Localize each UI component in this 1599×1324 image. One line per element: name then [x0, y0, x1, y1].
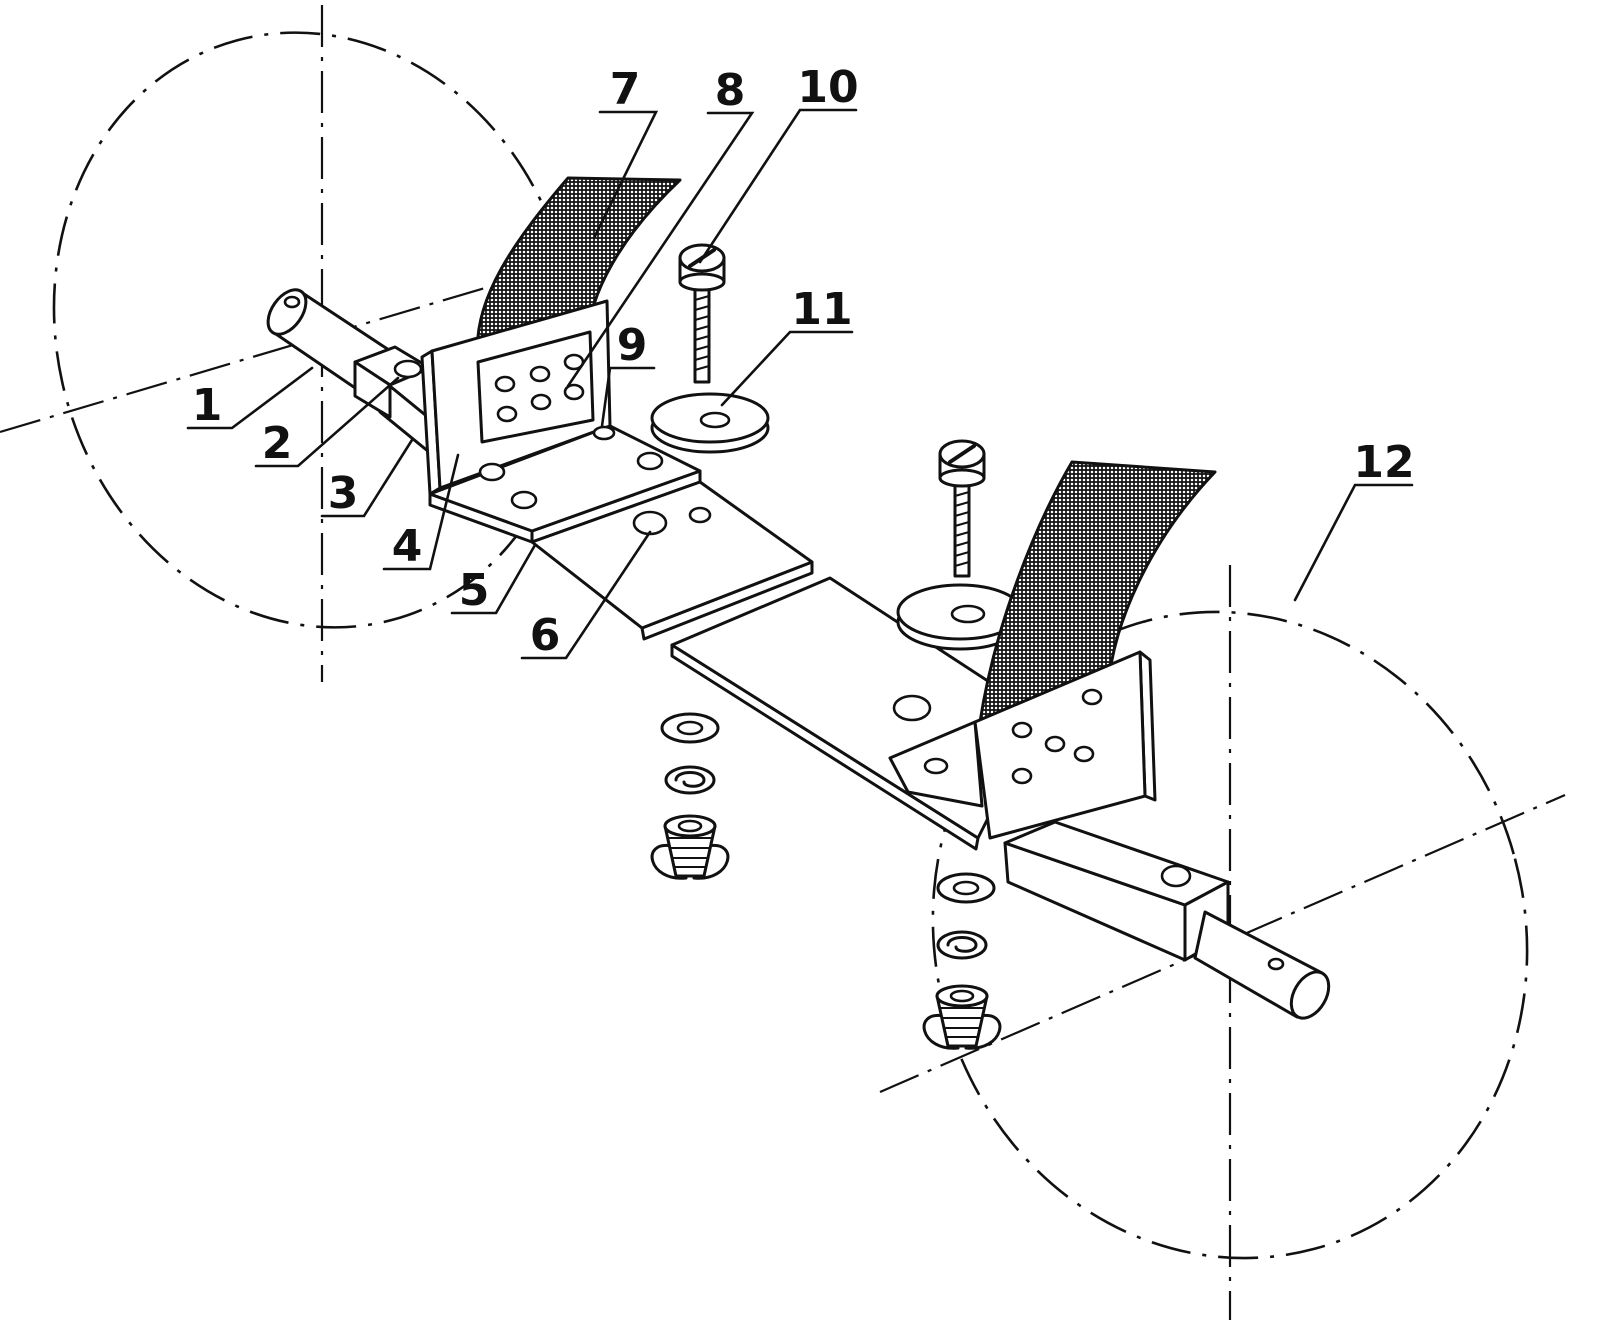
callout-4-group: 4 — [382, 453, 460, 572]
callout-4: 4 — [392, 521, 423, 572]
bracket-hole — [1011, 767, 1033, 785]
bracket-hole — [1044, 735, 1066, 753]
spring-washer-coil — [674, 771, 706, 788]
callout-10-group: 10 — [698, 62, 859, 264]
callout-10: 10 — [797, 62, 858, 113]
callout-6-group: 6 — [520, 530, 652, 661]
callout-7-group: 7 — [593, 64, 659, 238]
callout-9: 9 — [617, 320, 648, 371]
right-tube-hole — [1160, 864, 1192, 888]
base-hole — [510, 490, 538, 510]
right-plate-hole — [892, 694, 932, 722]
slide-plate — [530, 480, 814, 641]
callout-5-leader — [450, 543, 537, 615]
pad-hole — [494, 375, 516, 393]
callout-12-group: 12 — [1293, 437, 1415, 602]
callout-9-leader — [600, 366, 656, 428]
pad-hole — [563, 383, 585, 401]
bolt-thread — [694, 295, 710, 371]
left-tube-hole — [393, 359, 423, 379]
base-hole — [478, 462, 506, 482]
callout-7: 7 — [610, 64, 641, 115]
callout-3: 3 — [328, 468, 359, 519]
left-axle-pin-hole — [283, 295, 301, 309]
right-wheel-horizontal-centerline — [879, 793, 1566, 1094]
base-hole — [636, 451, 664, 471]
base-top — [428, 424, 702, 533]
right-bracket-base-hole — [923, 757, 949, 775]
callout-10-leader — [698, 108, 858, 264]
right-bolt — [938, 439, 986, 578]
wing-nut-hole — [677, 819, 703, 833]
callout-1-leader — [186, 366, 314, 430]
callout-5: 5 — [459, 565, 490, 616]
slide-plate-small-hole — [688, 506, 712, 524]
right-axle — [1193, 910, 1331, 1020]
left-fastener-set — [650, 712, 730, 880]
pad-hole — [529, 365, 551, 383]
callout-12: 12 — [1353, 437, 1414, 488]
bracket-hole — [1011, 721, 1033, 739]
slide-plate-large-hole — [632, 510, 668, 536]
left-tube-front — [353, 360, 392, 419]
right-foot-strap — [978, 460, 1217, 724]
washer-hole — [699, 411, 731, 429]
washer-hole — [950, 604, 986, 624]
bracket-hole — [1081, 688, 1103, 706]
callout-6: 6 — [530, 610, 561, 661]
callout-9-group: 9 — [600, 320, 656, 428]
callout-7-leader — [593, 110, 659, 238]
flat-washer-hole — [676, 720, 704, 736]
bolt-thread — [954, 491, 970, 567]
bolt-head-bottom — [938, 468, 986, 488]
callouts: 1 2 3 4 5 6 7 8 — [186, 62, 1415, 661]
wing-nut-rings — [939, 1007, 985, 1038]
spring-washer — [936, 930, 988, 960]
pad-hole — [530, 393, 552, 411]
callout-11-leader — [720, 330, 854, 407]
callout-2-leader — [254, 376, 400, 468]
wing-nut-hole — [949, 989, 975, 1003]
callout-4-leader — [382, 453, 460, 571]
left-square-tube — [353, 345, 432, 419]
left-wheel-horizontal-centerline — [0, 283, 496, 434]
callout-11-group: 11 — [720, 284, 854, 407]
right-fastener-set — [922, 872, 1002, 1050]
callout-6-leader — [520, 530, 652, 660]
callout-1-group: 1 — [186, 366, 314, 431]
left-bolt — [678, 243, 726, 384]
callout-8: 8 — [715, 65, 746, 116]
bracket-hole — [1073, 745, 1095, 763]
base-hole-9 — [592, 425, 616, 441]
callout-3-group: 3 — [320, 438, 414, 519]
callout-5-group: 5 — [450, 543, 537, 616]
callout-8-leader — [566, 111, 755, 388]
pad-hole — [496, 405, 518, 423]
bolt-head-bottom — [678, 272, 726, 292]
callout-12-leader — [1293, 483, 1414, 602]
callout-3-leader — [320, 438, 414, 518]
spring-washer — [664, 765, 716, 795]
callout-11: 11 — [791, 284, 852, 335]
wing-nut-rings — [667, 837, 713, 868]
right-bracket — [888, 650, 1157, 840]
callout-2: 2 — [262, 418, 293, 469]
callout-1: 1 — [192, 380, 223, 431]
left-bracket-base — [428, 424, 702, 544]
bolt-slot — [948, 444, 976, 464]
right-axle-end — [1289, 970, 1331, 1020]
spring-washer-coil — [946, 936, 978, 953]
callout-2-group: 2 — [254, 376, 400, 469]
flat-washer-hole — [952, 880, 980, 896]
right-axle-pin-hole — [1267, 957, 1285, 971]
callout-8-group: 8 — [566, 65, 755, 388]
left-washer — [650, 392, 770, 454]
